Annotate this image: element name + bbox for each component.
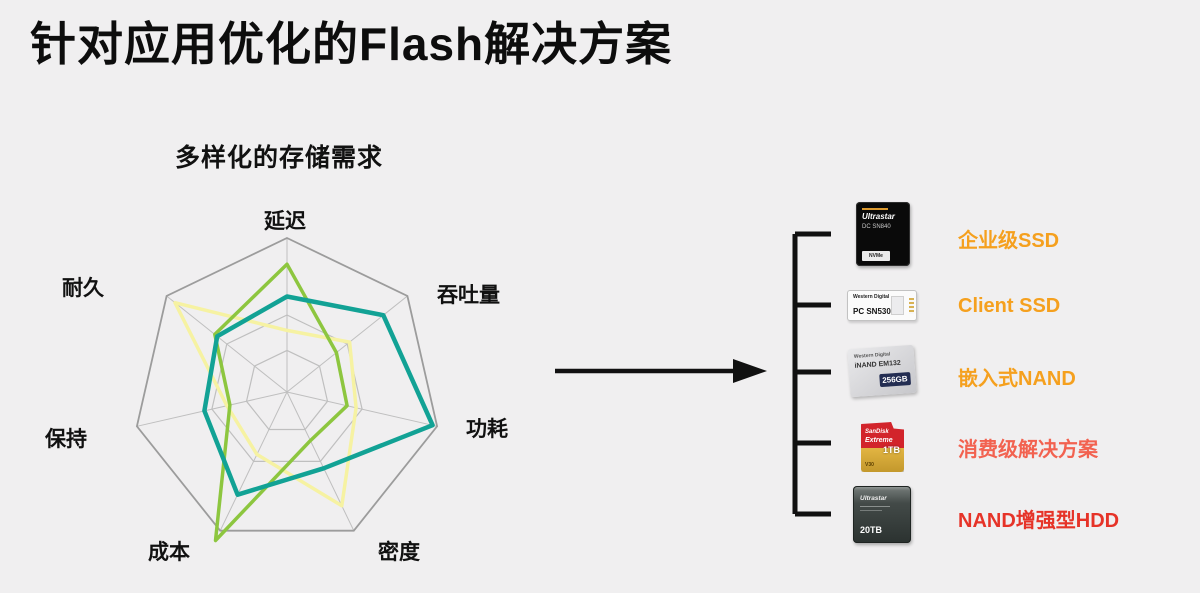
axis-label-power: 功耗 (466, 418, 508, 441)
nand-capacity-badge: 256GB (878, 372, 912, 388)
radar-series-teal (202, 294, 435, 497)
chart-title: 多样化的存储需求 (175, 144, 384, 172)
sd-card-body: SanDisk Extreme 1TB V30 (861, 422, 904, 472)
axis-label-retention: 保持 (45, 428, 87, 451)
solution-label-consumer: 消费级解决方案 (958, 439, 1098, 461)
m2-connector (909, 298, 914, 314)
solution-label-enterprise-ssd: 企业级SSD (958, 230, 1060, 252)
page-title: 针对应用优化的Flash解决方案 (30, 18, 673, 70)
sd-speed-text: V30 (865, 462, 874, 468)
axis-label-cost: 成本 (148, 541, 190, 564)
client-ssd-brand: Western Digital (853, 294, 890, 300)
sd-card-image: SanDisk Extreme 1TB V30 (861, 422, 904, 472)
hdd-label-line (860, 510, 882, 511)
sd-series-text: Extreme (865, 437, 893, 444)
bracket (792, 231, 831, 517)
ssd-accent-stripe (862, 208, 888, 210)
hdd-model-text: Ultrastar (860, 495, 887, 502)
solution-label-embedded-nand: 嵌入式NAND (958, 368, 1076, 390)
client-ssd-image: Western Digital PC SN530 (847, 290, 917, 321)
axis-label-throughput: 吞吐量 (437, 284, 500, 307)
arrow-head (733, 359, 767, 383)
ssd-model-text: DC SN840 (862, 224, 891, 230)
axis-label-latency: 延迟 (264, 210, 306, 233)
hdd-image: Ultrastar 20TB (853, 486, 911, 543)
solution-label-client-ssd: Client SSD (958, 295, 1061, 317)
nand-model-text: iNAND EM132 (854, 359, 902, 370)
nand-chip (891, 296, 904, 315)
hdd-label-line (860, 506, 890, 507)
ssd-sticker: NVMe (862, 251, 890, 261)
embedded-nand-image: Western Digital iNAND EM132 256GB (847, 344, 917, 398)
sd-capacity-text: 1TB (882, 445, 900, 455)
solution-label-nand-hdd: NAND增强型HDD (958, 510, 1120, 532)
client-ssd-model: PC SN530 (853, 307, 891, 316)
hdd-capacity-text: 20TB (860, 525, 883, 535)
sd-brand-text: SanDisk (865, 429, 889, 435)
ssd-brand-text: Ultrastar (862, 212, 895, 221)
radar-series-yellow (173, 300, 358, 508)
enterprise-ssd-image: Ultrastar DC SN840 NVMe (856, 202, 910, 266)
radar-grid-ring (245, 349, 329, 431)
axis-label-density: 密度 (378, 541, 420, 564)
axis-label-endurance: 耐久 (62, 277, 104, 300)
radar-grid-ring (135, 237, 439, 532)
radar-chart (135, 237, 439, 543)
nand-brand-text: Western Digital (853, 351, 891, 360)
flow-arrow (555, 359, 767, 383)
